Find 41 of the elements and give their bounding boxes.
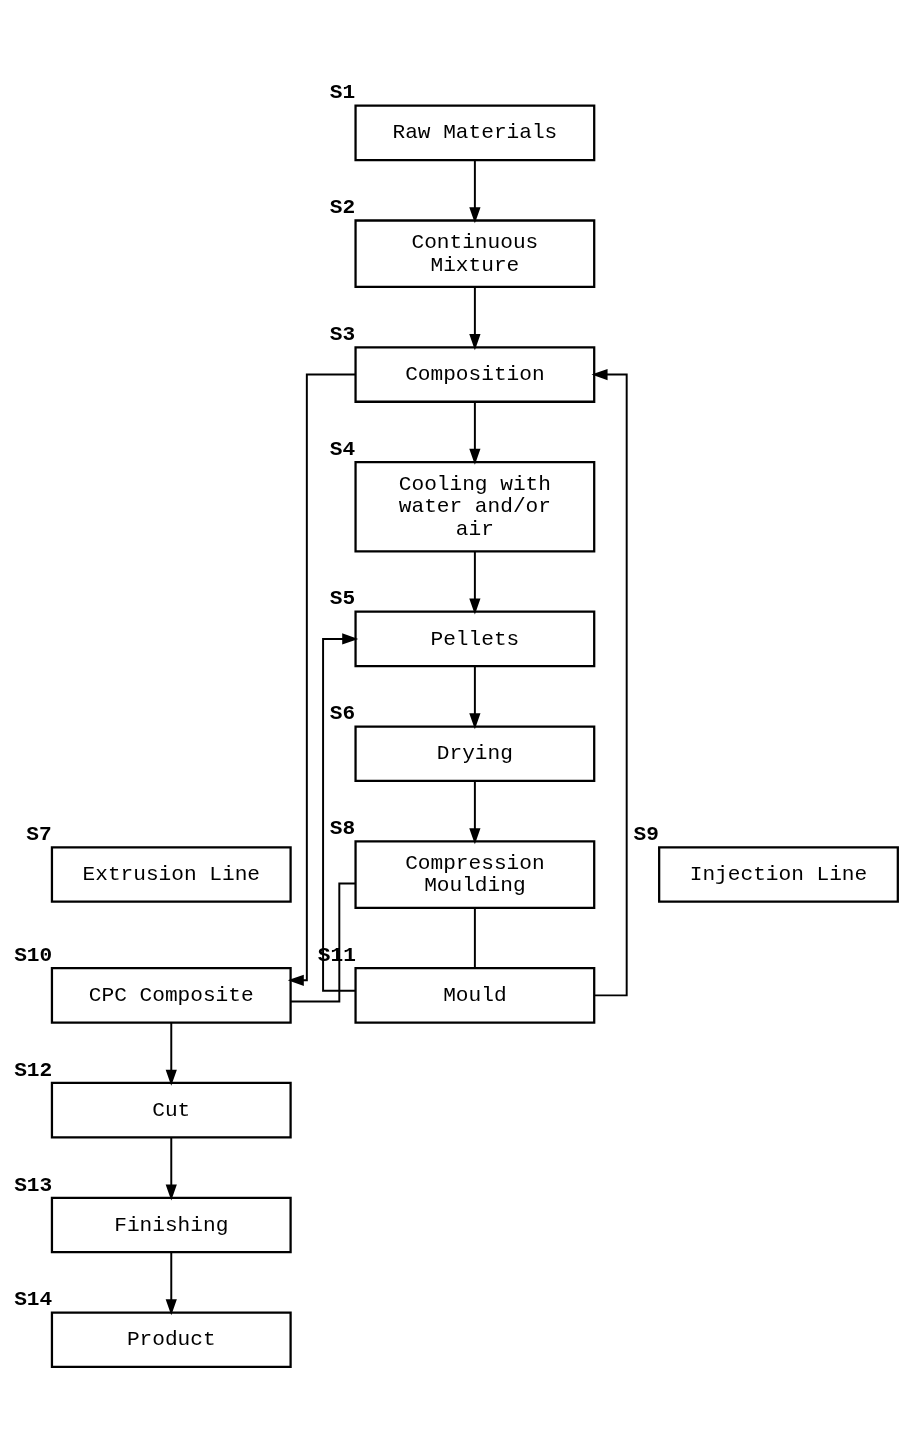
node-box: CPC Composite xyxy=(50,967,292,1024)
arrow xyxy=(165,1021,177,1086)
arrow xyxy=(165,1251,177,1316)
arrow xyxy=(469,550,481,615)
node-box: Composition xyxy=(354,346,596,403)
node-box: Continuous Mixture xyxy=(354,219,596,289)
node-box: Extrusion Line xyxy=(50,846,292,903)
node-box: Drying xyxy=(354,725,596,783)
arrow xyxy=(591,368,628,997)
node-box: Cooling with water and/or air xyxy=(354,461,596,553)
node-label: S6 xyxy=(329,701,356,726)
node-label: S9 xyxy=(633,822,659,847)
node-box: Pellets xyxy=(354,610,596,668)
node-label: S5 xyxy=(329,586,356,611)
node-label: S4 xyxy=(329,436,356,461)
arrow xyxy=(469,400,481,465)
node-label: S12 xyxy=(14,1057,53,1082)
node-label: S10 xyxy=(14,942,53,967)
node-label: S3 xyxy=(329,322,356,347)
arrow xyxy=(469,665,481,730)
arrow xyxy=(322,633,359,992)
node-box: Injection Line xyxy=(658,846,899,903)
arrow xyxy=(287,373,357,986)
connector xyxy=(473,907,476,969)
node-box: Mould xyxy=(354,967,596,1024)
node-label: S14 xyxy=(14,1287,53,1312)
connector xyxy=(289,882,357,1003)
arrow xyxy=(469,780,481,845)
node-label: S7 xyxy=(26,822,52,847)
arrow xyxy=(469,286,481,351)
node-label: S8 xyxy=(329,816,356,841)
node-label: S2 xyxy=(329,195,356,220)
node-box: Raw Materials xyxy=(354,104,596,162)
node-box: Compression Moulding xyxy=(354,840,596,909)
node-label: S13 xyxy=(14,1172,53,1197)
node-box: Product xyxy=(50,1311,292,1369)
node-label: S1 xyxy=(329,80,356,105)
arrow xyxy=(469,159,481,224)
node-box: Cut xyxy=(50,1081,292,1139)
node-box: Finishing xyxy=(50,1196,292,1254)
arrow xyxy=(165,1136,177,1201)
